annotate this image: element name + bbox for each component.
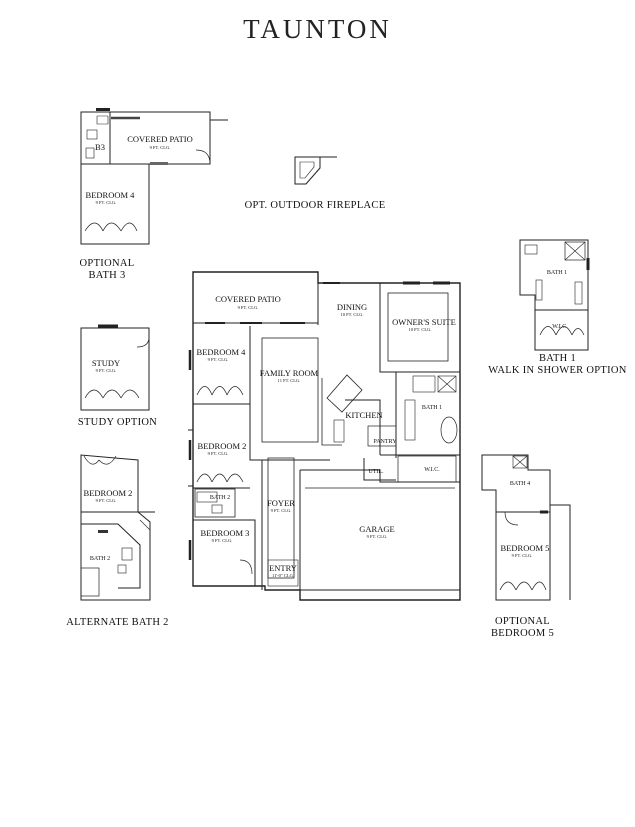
opt-bedroom4-clg: 9 FT. CLG. (96, 200, 117, 205)
entry-clg: 11'-0" CLG. (272, 573, 294, 578)
kitchen-label: KITCHEN (345, 410, 382, 420)
foyer-label: FOYER (267, 498, 295, 508)
optional-bath3-caption: OPTIONAL BATH 3 (79, 258, 135, 281)
alternate-bath2-plan (80, 454, 155, 601)
garage-label: GARAGE (359, 524, 394, 534)
opt-bedroom4-label: BEDROOM 4 (86, 190, 136, 200)
alt-bath2-label: BATH 2 (90, 556, 110, 562)
covered-patio-label: COVERED PATIO (215, 294, 281, 304)
b3-label: B3 (95, 142, 105, 152)
util-label: UTIL. (368, 469, 384, 475)
bedroom4-label: BEDROOM 4 (197, 347, 247, 357)
walk-in-shower-caption: BATH 1 WALK IN SHOWER OPTION (488, 353, 627, 376)
bath4-label: BATH 4 (510, 481, 530, 487)
bedroom2-label: BEDROOM 2 (198, 441, 247, 451)
opt-covered-patio-clg: 9 FT. CLG. (150, 145, 171, 150)
family-room-label: FAMILY ROOM (260, 368, 319, 378)
ws-wic-label: W.I.C. (552, 324, 568, 330)
bedroom5-clg: 9 FT. CLG. (512, 553, 533, 558)
ws-bath1-label: BATH 1 (547, 270, 567, 276)
bedroom5-label: BEDROOM 5 (501, 543, 550, 553)
garage-clg: 9 FT. CLG. (367, 534, 388, 539)
optional-bedroom5-plan (481, 454, 571, 601)
optional-bath3-plan (80, 108, 228, 245)
plan-title: TAUNTON (243, 14, 392, 44)
bedroom3-label: BEDROOM 3 (201, 528, 250, 538)
outdoor-fireplace-caption: OPT. OUTDOOR FIREPLACE (244, 200, 386, 211)
main-floor-plan (188, 271, 461, 601)
owners-suite-clg: 10 FT. CLG. (409, 327, 432, 332)
bedroom3-clg: 9 FT. CLG. (212, 538, 233, 543)
alt-bedroom2-label: BEDROOM 2 (84, 488, 133, 498)
bedroom2-clg: 9 FT. CLG. (208, 451, 229, 456)
pantry-label: PANTRY (373, 439, 397, 445)
family-room-clg: 11 FT. CLG. (278, 378, 301, 383)
wic-label: W.I.C. (424, 467, 440, 473)
bath2-label: BATH 2 (210, 495, 230, 501)
study-option-plan (80, 324, 150, 411)
bath1-label: BATH 1 (422, 405, 442, 411)
opt-covered-patio-label: COVERED PATIO (127, 134, 193, 144)
owners-suite-label: OWNER'S SUITE (392, 317, 456, 327)
study-label: STUDY (92, 358, 120, 368)
alternate-bath2-caption: ALTERNATE BATH 2 (66, 617, 169, 628)
optional-bedroom5-caption: OPTIONAL BEDROOM 5 (490, 616, 555, 639)
alt-bedroom2-clg: 9 FT. CLG. (96, 498, 117, 503)
walk-in-shower-plan (519, 239, 590, 351)
bedroom4-clg: 9 FT. CLG. (208, 357, 229, 362)
foyer-clg: 9 FT. CLG. (271, 508, 292, 513)
covered-patio-clg: 9 FT. CLG. (238, 305, 259, 310)
dining-clg: 10 FT. CLG. (341, 312, 364, 317)
entry-label: ENTRY (269, 563, 297, 573)
study-clg: 9 FT. CLG. (96, 368, 117, 373)
study-option-caption: STUDY OPTION (77, 417, 158, 428)
outdoor-fireplace-plan (294, 156, 337, 185)
dining-label: DINING (337, 302, 367, 312)
